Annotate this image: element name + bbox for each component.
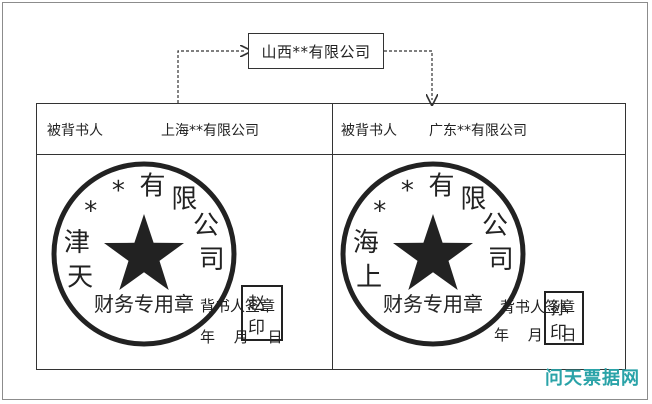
signature-label-2: 背书人签章 — [500, 298, 576, 316]
seal-bottom-text-1: 财务专用章 — [94, 292, 194, 316]
signature-label-1: 背书人签章 — [200, 297, 276, 315]
seal-arc-char: 天 — [67, 262, 93, 292]
seal-arc-char: 公 — [193, 211, 219, 241]
endorsee-label-2: 被背书人 — [341, 123, 397, 139]
seal-arc-char: 限 — [171, 184, 197, 214]
seal-arc-char: * — [401, 176, 414, 206]
seal-arc-char: 有 — [139, 172, 165, 202]
issuer-name: 山西**有限公司 — [261, 42, 371, 61]
name-chop-box-2 — [544, 291, 584, 345]
seal-star-2 — [393, 214, 473, 290]
seal-arc-char: 司 — [199, 245, 225, 275]
seal-arc-2: 上海**有限公司 — [353, 172, 514, 293]
seal-ring-1 — [51, 161, 237, 347]
seal-arc-char: 津 — [64, 228, 90, 258]
seal-arc-char: * — [112, 176, 125, 206]
date-label-1: 年 月 日 — [200, 328, 283, 346]
seal-star-1 — [104, 214, 184, 290]
seal-arc-char: 海 — [353, 228, 379, 258]
date-label-2: 年 月 日 — [494, 326, 577, 344]
seal-arc-char: 公 — [482, 211, 508, 241]
seal-bottom-text-2: 财务专用章 — [383, 292, 483, 316]
seal-arc-char: * — [373, 197, 386, 227]
seal-arc-char: 有 — [428, 172, 454, 202]
name-chop-box-1 — [241, 285, 283, 341]
seal-arc-1: 天津**有限公司 — [64, 172, 225, 293]
arrow-to-issuer — [177, 51, 246, 103]
endorsee-name-2: 广东**有限公司 — [429, 123, 527, 139]
name-chop-char-1b: 印 — [248, 318, 265, 338]
name-chop-char-1a: 赵 — [248, 294, 265, 314]
seal-arc-char: 上 — [356, 262, 382, 292]
endorsement-table: 被背书人 上海**有限公司 被背书人 广东**有限公司 — [36, 103, 626, 370]
endorsee-name-1: 上海**有限公司 — [161, 123, 259, 139]
column-divider — [332, 104, 333, 369]
endorsee-label-1: 被背书人 — [47, 123, 103, 139]
name-chop-char-2a: 孙 — [550, 299, 567, 319]
document-frame — [2, 2, 648, 400]
seal-arc-char: 司 — [488, 245, 514, 275]
row-divider — [37, 154, 625, 155]
seal-ring-2 — [340, 161, 526, 347]
seal-arc-char: 限 — [460, 184, 486, 214]
issuer-box: 山西**有限公司 — [248, 33, 384, 69]
arrow-from-issuer — [384, 50, 432, 100]
seal-arc-char: * — [84, 197, 97, 227]
name-chop-char-2b: 印 — [550, 323, 567, 343]
site-watermark: 问天票据网 — [545, 368, 640, 389]
